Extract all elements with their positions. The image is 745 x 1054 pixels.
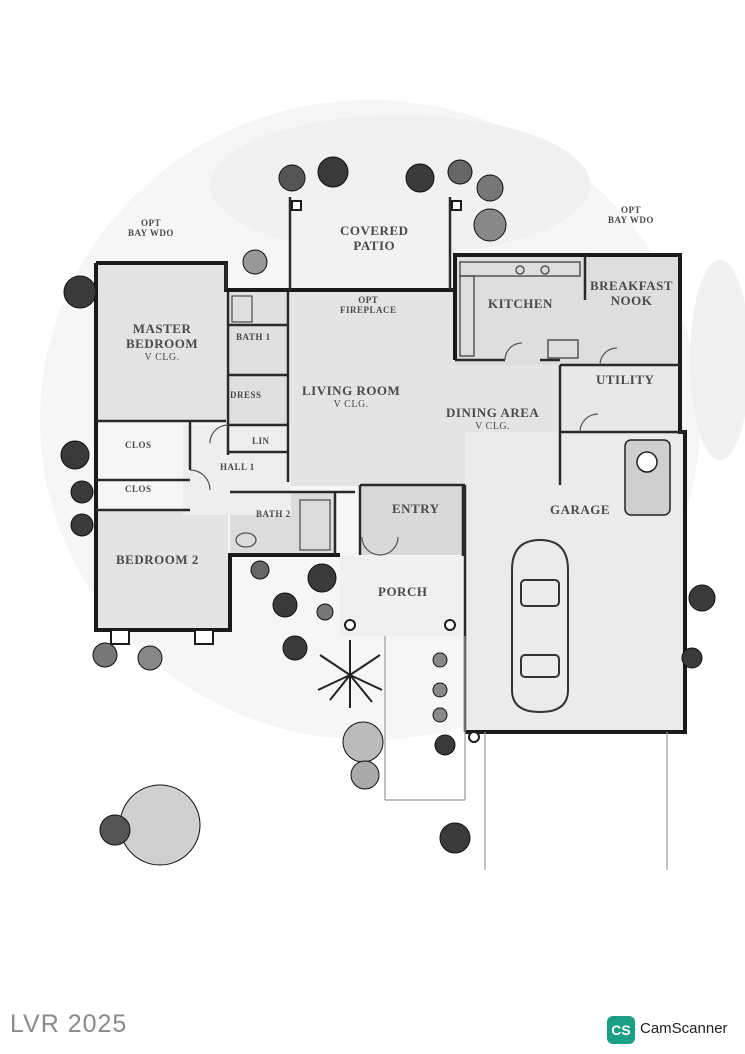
label-sub: V CLG. [475, 420, 511, 432]
car-drawing [511, 538, 569, 714]
kitchen-counters [459, 261, 581, 359]
label-dining-area: DINING AREA V CLG. [446, 405, 540, 432]
label-covered-patio: COVERED PATIO [340, 223, 409, 254]
label-line: BREAKFAST [590, 278, 673, 293]
label-master-bedroom: MASTER BEDROOM V CLG. [126, 321, 199, 363]
label-line: LIVING ROOM [302, 383, 401, 398]
label-line: NOOK [610, 292, 653, 308]
garage-appliance [624, 439, 671, 516]
label-line: MASTER [132, 321, 192, 336]
label-breakfast-nook: BREAKFAST NOOK [590, 278, 673, 309]
label-closet-master: CLOS [125, 440, 152, 450]
label-entry: ENTRY [392, 501, 440, 516]
windows-and-posts [110, 200, 480, 743]
label-garage: GARAGE [550, 502, 611, 517]
label-closet-hall: CLOS [125, 484, 152, 494]
label-line: OPT [140, 218, 161, 228]
label-line: FIREPLACE [340, 305, 397, 316]
label-opt-fireplace: OPT FIREPLACE [340, 295, 397, 316]
label-sub: V CLG. [144, 351, 180, 363]
label-opt-bay-window-left: OPT BAY WDO [128, 218, 174, 239]
label-line: PATIO [353, 237, 396, 253]
label-line: DINING AREA [446, 405, 540, 420]
label-porch: PORCH [378, 584, 428, 599]
label-utility: UTILITY [596, 372, 655, 387]
label-hall: HALL 1 [220, 462, 255, 472]
label-opt-bay-window-right: OPT BAY WDO [608, 205, 654, 226]
label-bedroom2: BEDROOM 2 [116, 552, 199, 567]
watermark-text: LVR 2025 [10, 1010, 128, 1038]
label-line: COVERED [340, 223, 409, 238]
door-swings [189, 342, 618, 556]
label-dress: DRESS [230, 390, 262, 400]
camscanner-logo-icon: CS [607, 1016, 635, 1044]
landscape-shrubs [60, 156, 716, 866]
room-fills [96, 197, 685, 732]
camscanner-label: CamScanner [640, 1020, 728, 1037]
label-linen: LIN [252, 436, 270, 446]
label-line: BAY WDO [608, 215, 654, 226]
label-line: OPT [620, 205, 641, 215]
driveway-walkway [384, 636, 668, 870]
label-living-room: LIVING ROOM V CLG. [302, 383, 401, 410]
label-kitchen: KITCHEN [488, 296, 553, 311]
label-bath2: BATH 2 [256, 509, 291, 519]
label-line: OPT [358, 295, 379, 305]
bath-fixtures [231, 295, 331, 551]
label-sub: V CLG. [333, 398, 369, 410]
label-bath1: BATH 1 [236, 332, 271, 342]
palm-tree [317, 640, 383, 708]
label-line: BAY WDO [128, 228, 174, 239]
label-line: BEDROOM [126, 335, 199, 351]
